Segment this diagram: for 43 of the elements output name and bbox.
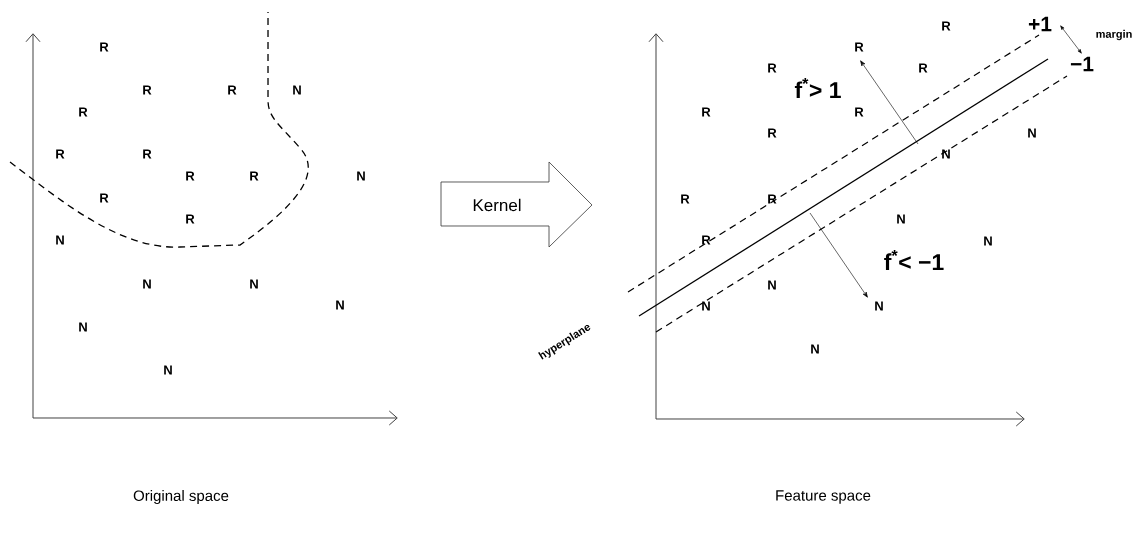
point-letter: R bbox=[702, 107, 711, 117]
point-letter: R bbox=[855, 42, 864, 52]
point-letter: R bbox=[79, 107, 88, 117]
margin-value: +1 bbox=[1028, 16, 1052, 32]
panel-caption: Original space bbox=[133, 490, 229, 504]
point-letter: R bbox=[768, 63, 777, 73]
point-letter: R bbox=[942, 21, 951, 31]
point-letter: R bbox=[855, 107, 864, 117]
point-letter: R bbox=[228, 85, 237, 95]
point-letter: R bbox=[186, 171, 195, 181]
point-letter: N bbox=[1028, 128, 1036, 138]
point-letter: N bbox=[942, 149, 950, 159]
point-letter: R bbox=[56, 149, 65, 159]
point-letter: N bbox=[357, 171, 365, 181]
point-letter: R bbox=[250, 171, 259, 181]
point-letter: N bbox=[768, 280, 776, 290]
point-letter: N bbox=[875, 301, 883, 311]
point-letter: N bbox=[164, 365, 172, 375]
point-letter: R bbox=[100, 193, 109, 203]
point-letter: N bbox=[811, 344, 819, 354]
point-letter: R bbox=[681, 194, 690, 204]
point-letter: R bbox=[186, 214, 195, 224]
point-letter: N bbox=[293, 85, 301, 95]
point-letter: R bbox=[702, 235, 711, 245]
point-letter: N bbox=[984, 236, 992, 246]
point-letter: R bbox=[100, 42, 109, 52]
region-formula: f$^{*}$< −1 bbox=[884, 249, 944, 271]
margin-label: margin bbox=[1096, 29, 1132, 41]
point-letter: R bbox=[768, 194, 777, 204]
point-letter: R bbox=[919, 63, 928, 73]
point-letter: N bbox=[79, 322, 87, 332]
point-letter: R bbox=[143, 149, 152, 159]
point-letter: N bbox=[143, 279, 151, 289]
region-formula: f$^{*}$> 1 bbox=[794, 77, 841, 99]
point-letter: N bbox=[250, 279, 258, 289]
point-letter: N bbox=[897, 214, 905, 224]
point-letter: R bbox=[768, 128, 777, 138]
point-letter: N bbox=[702, 301, 710, 311]
panel-caption: Feature space bbox=[776, 490, 871, 504]
point-letter: R bbox=[143, 85, 152, 95]
point-letter: N bbox=[56, 235, 64, 245]
point-letter: N bbox=[336, 300, 344, 310]
margin-value: −1 bbox=[1070, 56, 1094, 72]
